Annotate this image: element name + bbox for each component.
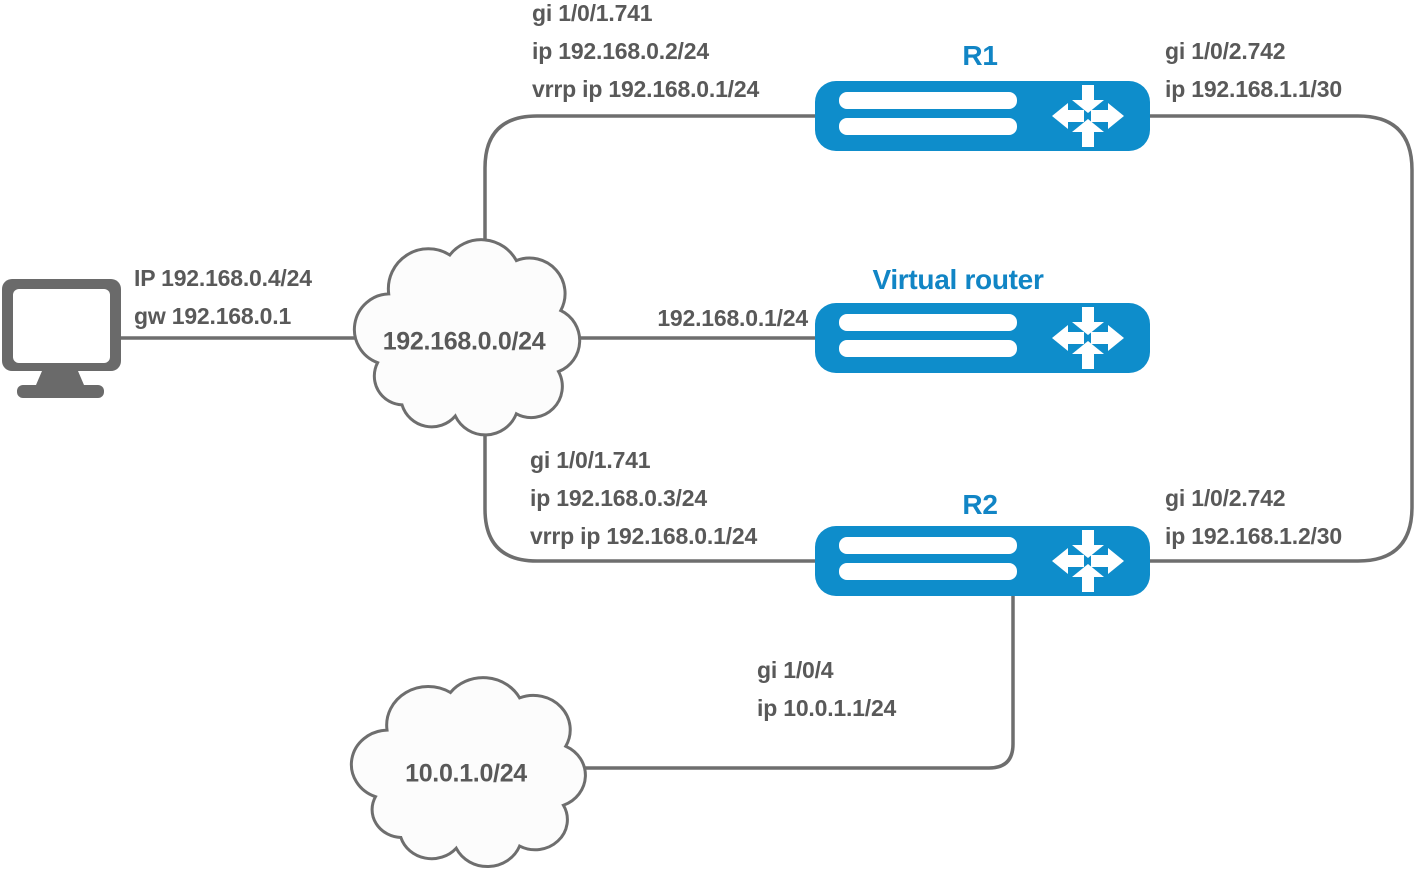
label-line: ip 192.168.1.2/30 xyxy=(1165,523,1342,549)
label-line: vrrp ip 192.168.0.1/24 xyxy=(532,76,760,102)
r1-left-interface-label: gi 1/0/1.741 ip 192.168.0.2/24 vrrp ip 1… xyxy=(532,0,759,108)
label-line: IP 192.168.0.4/24 xyxy=(134,265,312,291)
label-line: gi 1/0/1.741 xyxy=(530,447,651,473)
connector-r2-remote xyxy=(540,590,1015,770)
label-line: gi 1/0/2.742 xyxy=(1165,485,1286,511)
router-icon-r1 xyxy=(815,81,1150,151)
pc-icon xyxy=(2,279,121,398)
label-line: ip 10.0.1.1/24 xyxy=(757,695,897,721)
label-line: gi 1/0/2.742 xyxy=(1165,38,1286,64)
connector-r1-r2-wan xyxy=(1140,114,1414,563)
label-line: gi 1/0/1.741 xyxy=(532,0,653,26)
remote-cloud-label: 10.0.1.0/24 xyxy=(405,759,527,788)
virtual-router-name-label: Virtual router xyxy=(872,264,1044,295)
lan-cloud-label: 192.168.0.0/24 xyxy=(382,327,546,356)
router-icon-virtual xyxy=(815,303,1150,373)
connector-lan-r2 xyxy=(483,418,830,563)
label-line: ip 192.168.1.1/30 xyxy=(1165,76,1342,102)
connector-lan-r1 xyxy=(483,114,830,258)
r2-bottom-interface-label: gi 1/0/4 ip 10.0.1.1/24 xyxy=(757,651,896,727)
label-line: gi 1/0/4 xyxy=(757,657,834,683)
virtual-router-ip-label: 192.168.0.1/24 xyxy=(657,305,808,331)
label-line: ip 192.168.0.2/24 xyxy=(532,38,709,64)
r1-right-interface-label: gi 1/0/2.742 ip 192.168.1.1/30 xyxy=(1165,32,1342,108)
label-line: ip 192.168.0.3/24 xyxy=(530,485,707,511)
label-line: vrrp ip 192.168.0.1/24 xyxy=(530,523,758,549)
router-icon-r2 xyxy=(815,526,1150,596)
r2-left-interface-label: gi 1/0/1.741 ip 192.168.0.3/24 vrrp ip 1… xyxy=(530,441,757,555)
r2-right-interface-label: gi 1/0/2.742 ip 192.168.1.2/30 xyxy=(1165,479,1342,555)
pc-address-label: IP 192.168.0.4/24 gw 192.168.0.1 xyxy=(134,259,312,335)
r2-name-label: R2 xyxy=(962,489,998,520)
label-line: gw 192.168.0.1 xyxy=(134,303,292,329)
r1-name-label: R1 xyxy=(962,40,998,71)
